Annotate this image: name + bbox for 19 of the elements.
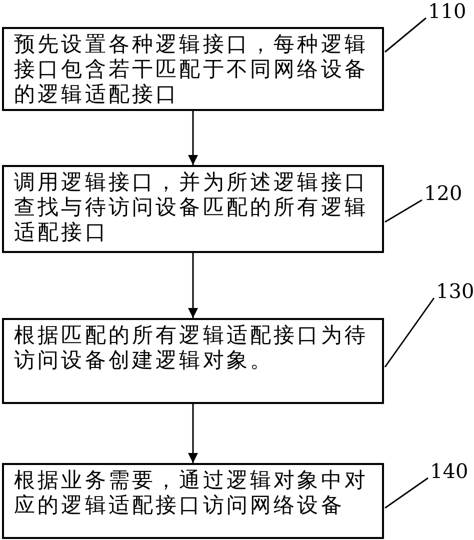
step-number: 140: [430, 460, 468, 482]
step-number: 120: [424, 182, 462, 204]
process-box: [2, 165, 384, 253]
process-box: [2, 318, 384, 404]
process-box: [2, 463, 384, 539]
step-number: 130: [436, 280, 474, 302]
arrow: [188, 404, 198, 463]
step-text: 根据匹配的所有逻辑适配接口为待访问设备创建逻辑对象。: [14, 323, 369, 373]
step-text: 根据业务需要，通过逻辑对象中对应的逻辑适配接口访问网络设备: [14, 468, 369, 518]
step-text: 预先设置各种逻辑接口，每种逻辑接口包含若干匹配于不同网络设备的逻辑适配接口: [14, 32, 369, 107]
leader-line: [384, 298, 435, 368]
arrow: [188, 253, 198, 318]
process-box: [2, 27, 384, 111]
step-number: 110: [428, 0, 466, 22]
leader-line: [384, 17, 426, 53]
step-text: 调用逻辑接口，并为所述逻辑接口查找与待访问设备匹配的所有逻辑适配接口: [14, 170, 369, 245]
arrow: [188, 111, 198, 165]
leader-line: [384, 477, 428, 509]
leader-line: [384, 199, 422, 223]
